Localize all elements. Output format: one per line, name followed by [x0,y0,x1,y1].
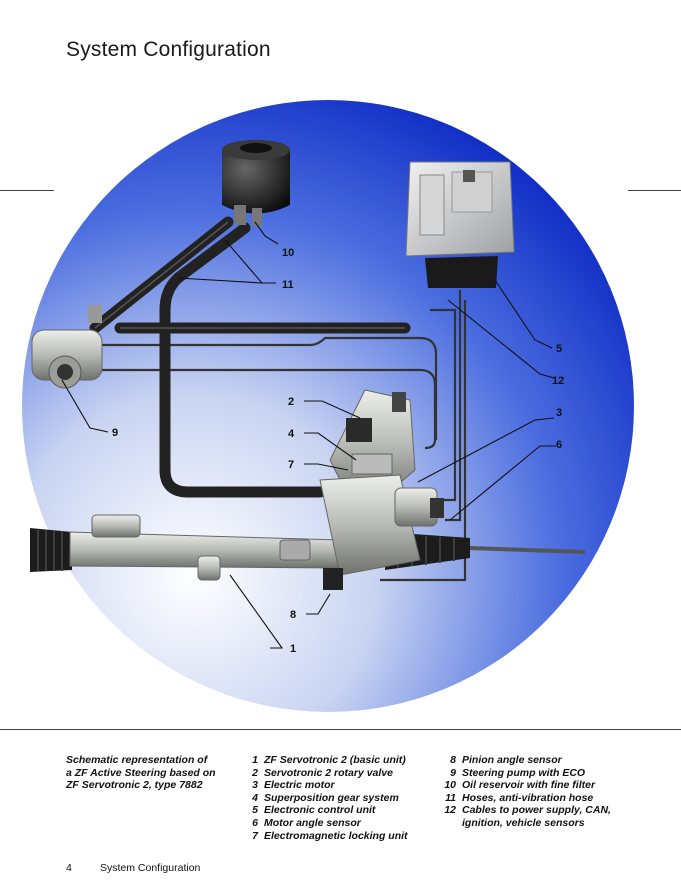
legend-item: 5 Electronic control unit [244,804,408,817]
legend-item: 12 Cables to power supply, CAN, [442,804,611,817]
legend-text: Electromagnetic locking unit [264,829,408,842]
legend-item: 3 Electric motor [244,779,408,792]
legend-text: Oil reservoir with fine filter [462,779,596,792]
legend-number: 7 [252,829,258,842]
legend-text: Electronic control unit [264,804,376,817]
page-title: System Configuration [66,38,271,61]
legend-number: 1 [252,754,258,766]
legend-text: Superposition gear system [264,791,399,804]
legend-text: Electric motor [264,779,335,792]
legend-text: ZF Servotronic 2 (basic unit) [264,754,406,766]
rack-housing [69,514,341,581]
leader-lines [61,221,556,649]
legend-text: Hoses, anti-vibration hose [462,791,594,804]
footer-section: System Configuration [100,862,201,874]
legend-number: 6 [252,816,258,829]
legend-number: 11 [445,791,456,804]
legend-item: 11 Hoses, anti-vibration hose [442,792,611,805]
callout-11: 11 [282,279,294,291]
legend-number: 12 [444,804,456,817]
background-disc [22,100,634,712]
bottom-rule [0,729,681,730]
legend-number: 10 [444,779,456,792]
legend-number: 5 [252,804,258,817]
legend-text: ignition, vehicle sensors [462,816,585,829]
figure-caption: Schematic representation of a ZF Active … [66,754,246,792]
callout-9: 9 [112,427,118,439]
legend-text: Servotronic 2 rotary valve [264,766,393,779]
caption-line: a ZF Active Steering based on [66,766,216,779]
callout-1: 1 [290,643,296,655]
caption-line: Schematic representation of [66,754,208,766]
legend-number: 8 [450,754,456,766]
callout-5: 5 [556,343,562,355]
legend-number: 3 [252,779,258,792]
steering-system-diagram: 10 11 5 12 3 6 2 4 7 9 8 1 [22,100,634,712]
legend-text: Pinion angle sensor [462,754,562,766]
legend-number: 2 [252,766,258,779]
left-rule-top [0,190,54,191]
left-boot [30,528,72,572]
electronic-control-unit [405,161,515,288]
callout-3: 3 [556,407,562,419]
callout-2: 2 [288,396,294,408]
legend-item: 10 Oil reservoir with fine filter [442,779,611,792]
legend-column-2: 8 Pinion angle sensor 9 Steering pump with… [442,754,611,830]
legend-item: 4 Superposition gear system [244,792,408,805]
legend-text: Motor angle sensor [264,816,361,829]
callout-12: 12 [552,375,564,387]
legend-item: 6 Motor angle sensor [244,817,408,830]
page-footer: 4 System Configuration [66,862,200,874]
callout-7: 7 [288,459,294,471]
valve-gear-assembly [319,389,444,590]
legend-item: 2 Servotronic 2 rotary valve [244,767,408,780]
right-rule-top [628,190,681,191]
legend-item: 1 ZF Servotronic 2 (basic unit) [244,754,408,767]
legend-text: Steering pump with ECO [462,766,586,779]
steering-pump [31,305,103,389]
callout-4: 4 [288,428,295,440]
legend-item: 8 Pinion angle sensor [442,754,611,767]
legend-number: 4 [252,791,258,804]
legend-item: ignition, vehicle sensors [442,817,611,830]
legend-item: 7 Electromagnetic locking unit [244,829,408,843]
legend-text: Cables to power supply, CAN, [462,804,611,817]
legend-item: 9 Steering pump with ECO [442,767,611,780]
callout-8: 8 [290,609,296,621]
callout-6: 6 [556,439,562,451]
page-number: 4 [66,862,72,874]
legend-number: 9 [450,766,456,779]
tie-rod [469,546,586,554]
callout-10: 10 [282,247,294,259]
caption-line: ZF Servotronic 2, type 7882 [66,779,203,792]
legend-column-1: 1 ZF Servotronic 2 (basic unit) 2 Servotro… [244,754,408,843]
oil-reservoir [222,140,290,226]
